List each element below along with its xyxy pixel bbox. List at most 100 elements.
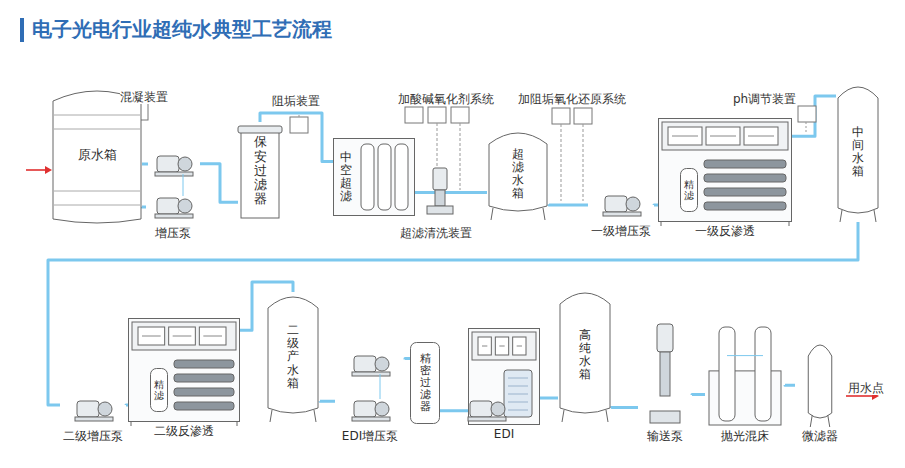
pump-base (352, 417, 390, 421)
gauge-box (138, 327, 165, 345)
dosing-line (806, 122, 807, 133)
vessel-leg (606, 410, 608, 422)
pump-motor (77, 401, 99, 417)
vpump-equipment: 输送泵 (638, 320, 692, 445)
vessel-equipment: 中间水箱 (836, 82, 880, 222)
pipe-connector (549, 203, 588, 207)
text-holder: 精密过滤器 (410, 342, 440, 424)
equipment-picture (705, 325, 785, 427)
diagram-title: 电子光电行业超纯水典型工艺流程 (32, 16, 332, 43)
vessel-body (808, 345, 832, 418)
text-holder: 输送泵 (638, 427, 692, 445)
equipment-name: 中空超滤 (340, 151, 352, 204)
dosing-line (460, 123, 461, 190)
control-panel (132, 322, 236, 350)
text-holder: 中空超滤 (333, 138, 422, 216)
equipment-name: 保安过滤器 (254, 135, 267, 206)
gauge-line (672, 136, 698, 137)
text-holder: 一级反渗透 (658, 222, 792, 240)
pump-body (660, 352, 670, 396)
membrane-tube (174, 360, 234, 368)
skid-frame (469, 329, 540, 425)
equipment-name: 一级反渗透 (695, 223, 755, 240)
membrane-tube (704, 202, 786, 210)
equipment-label: 加酸碱氧化剂系统 (398, 92, 494, 106)
equipment-picture (588, 190, 654, 222)
edi-plate (508, 386, 528, 387)
pump-motor (605, 196, 627, 212)
pipe-connector (612, 406, 638, 408)
text-holder: 增压泵 (146, 224, 200, 242)
vessel-leg (810, 415, 812, 427)
gauge-box (478, 337, 491, 355)
cleaning-pump-body (435, 190, 445, 206)
control-panel (662, 122, 788, 150)
edi-plate (508, 394, 528, 395)
gauge-line (710, 136, 736, 137)
pump-head (375, 402, 389, 416)
vessel-leg (828, 415, 830, 427)
edi-plate (508, 402, 528, 403)
pump-base (468, 417, 506, 421)
membrane-tube (174, 402, 234, 410)
pump-motor (470, 401, 492, 417)
equipment-label: 超滤清洗装置 (400, 226, 472, 240)
gauge-line (482, 346, 487, 347)
mf-equipment: 微滤器 (795, 340, 845, 445)
vessel-leg (314, 410, 316, 422)
cyl-equipment: 精滤 (680, 168, 698, 212)
edi-plate (508, 410, 528, 411)
pipe-connector (126, 403, 128, 406)
gauge-line (203, 336, 222, 337)
text-holder: 抛光混床 (705, 427, 785, 445)
text-holder: 高纯水箱 (558, 288, 612, 422)
pump2-equipment: EDI增压泵 (335, 350, 405, 445)
equipment-label: 阻垢装置 (272, 94, 320, 108)
pump-base (650, 411, 680, 423)
ro-equipment: 精滤一级反渗透 (658, 118, 792, 240)
equipment-name: 输送泵 (647, 428, 683, 445)
gauge-box (495, 337, 508, 355)
text-holder: EDI (468, 425, 540, 443)
dosing-line (583, 124, 584, 201)
equipment-picture (795, 340, 845, 427)
equipment-picture (638, 320, 692, 427)
pump-equipment: 一级增压泵 (588, 190, 654, 240)
title-bar (20, 18, 24, 42)
vessel-leg (840, 210, 842, 222)
equipment-name: 二级增压泵 (63, 428, 123, 445)
pipe-connector (200, 164, 238, 203)
equipment-label: ph调节装置 (733, 92, 796, 106)
text-holder: 二级增压泵 (60, 427, 126, 445)
gauge-box (668, 127, 702, 145)
pump-motor (157, 198, 179, 214)
label-wrap: ph调节装置 (733, 88, 796, 108)
dosing-box (290, 117, 308, 133)
cyl-equipment: 精滤 (150, 368, 168, 412)
pipe-connector (405, 358, 410, 359)
pipe-stub (142, 163, 148, 166)
text-holder: 精滤 (680, 168, 698, 212)
text-holder: 二级反渗透 (128, 422, 240, 440)
equipment-name: 原水箱 (78, 146, 117, 164)
skid-leg (661, 221, 662, 226)
tank-ring (54, 205, 140, 206)
uf-membrane (395, 144, 408, 210)
gauge-line (499, 346, 504, 347)
dosing-box (405, 107, 423, 123)
equipment-name: 微滤器 (802, 428, 838, 445)
uf-equipment: 中空超滤 (333, 138, 415, 216)
vessel-body (268, 297, 318, 413)
equipment-name: 精滤 (684, 179, 694, 201)
equipment-name: 一级增压泵 (591, 223, 651, 240)
equipment-name: 二级产水箱 (287, 324, 299, 390)
tank-ring (54, 129, 140, 130)
cyl-equipment: 精密过滤器 (410, 342, 440, 424)
dosing-line (299, 114, 300, 117)
resin-column (719, 327, 735, 421)
pump-motor (657, 324, 673, 352)
membrane-tube (704, 160, 786, 168)
skid-frame (129, 319, 240, 422)
equipment-label: 混凝装置 (120, 90, 168, 104)
label-wrap: 用水点 (848, 377, 884, 397)
